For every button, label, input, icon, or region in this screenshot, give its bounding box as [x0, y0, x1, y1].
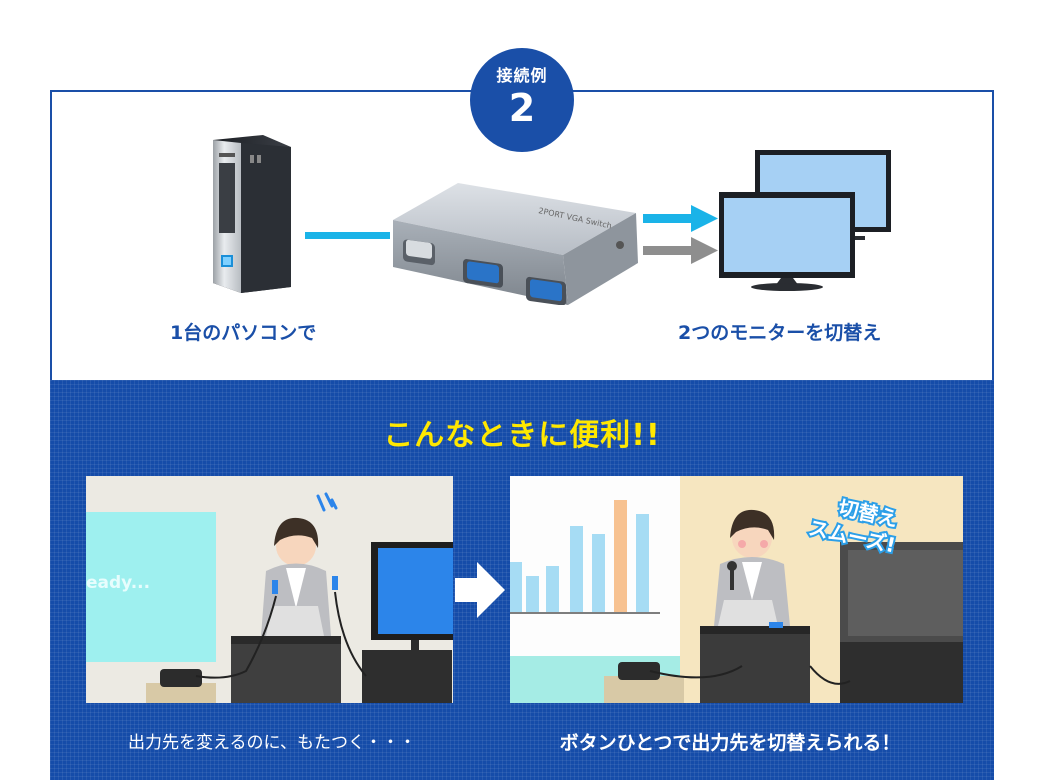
- projector-screen-text: eady...: [86, 573, 150, 593]
- pc-caption: 1台のパソコンで: [170, 322, 317, 344]
- use-case-panel: こんなときに便利!! eady...: [50, 380, 994, 780]
- badge-label: 接続例: [496, 66, 548, 85]
- use-case-headline: こんなときに便利!!: [383, 418, 661, 453]
- example-badge: 接続例 2: [470, 48, 574, 152]
- cable-pc-to-switch: [305, 232, 390, 239]
- scene-before-illustration: eady...: [86, 476, 453, 703]
- arrow-gray-icon: [643, 237, 718, 264]
- monitor-caption: 2つのモニターを切替え: [678, 322, 882, 344]
- scene-before: eady...: [86, 476, 453, 703]
- after-caption: ボタンひとつで出力先を切替えられる！: [559, 732, 901, 754]
- arrow-cyan-icon: [643, 205, 718, 232]
- dual-monitor-icon: [719, 150, 891, 291]
- scene-after-illustration: 切替え スムーズ!: [510, 476, 963, 703]
- before-after-arrow-icon: [455, 562, 505, 618]
- scene-after: 切替え スムーズ!: [510, 476, 963, 703]
- vga-switch-device-icon: 2PORT VGA Switch: [393, 183, 638, 305]
- pc-tower-icon: [213, 135, 291, 293]
- badge-number: 2: [508, 86, 536, 130]
- before-caption: 出力先を変えるのに、もたつく・・・: [128, 733, 416, 753]
